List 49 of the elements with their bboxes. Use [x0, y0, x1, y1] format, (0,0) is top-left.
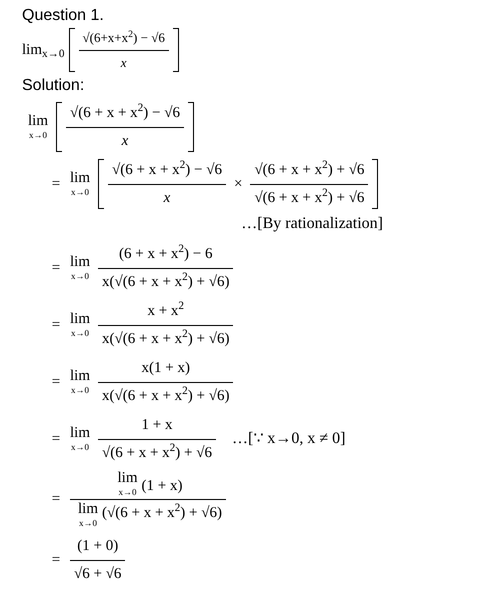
denominator: x [122, 132, 128, 150]
numerator: √(6 + x + x$^{2}$) + √6 [254, 159, 364, 180]
solution-heading: Solution: [22, 76, 86, 96]
limit-operator: lim [70, 255, 90, 270]
numerator: 1 + x [142, 416, 172, 435]
numerator: √(6 + x + x$^{2}$) − √6 [112, 159, 222, 180]
denominator: √6 + √6 [74, 564, 122, 584]
limit-subscript: x→0 [79, 519, 97, 528]
limit-subscript: x→0 [29, 131, 47, 140]
numerator: x(1 + x) [142, 359, 190, 378]
numerator: (1 + x) [142, 476, 182, 496]
condition-note: …[∵ x→0, x ≠ 0] [232, 429, 346, 449]
limit-operator: lim [70, 312, 90, 327]
denominator: x [120, 54, 127, 72]
limit-operator: lim [70, 171, 90, 186]
rationalization-note: …[By rationalization] [241, 214, 383, 234]
equals-sign: = [50, 372, 62, 392]
limit-subscript: x→0 [71, 329, 89, 338]
denominator: √(6 + x + x$^{2}$) + √6 [254, 186, 364, 208]
equals-sign: = [50, 258, 62, 278]
numerator: √(6 + x + x$^{2}$) − √6 [70, 102, 180, 123]
equals-sign: = [50, 490, 62, 510]
denominator: x(√(6 + x + x$^{2}$) + √6) [102, 328, 230, 348]
limit-operator: lim [70, 369, 90, 384]
limit-operator: lim [28, 114, 48, 129]
equals-sign: = [50, 550, 62, 570]
denominator: x [164, 188, 170, 208]
equals-sign: = [50, 174, 62, 194]
numerator: x + x$^{2}$ [147, 300, 184, 321]
equals-sign: = [50, 316, 62, 335]
limit-operator: lim [70, 426, 90, 441]
equals-sign: = [50, 430, 62, 449]
limit-subscript: x→0 [71, 272, 89, 281]
numerator: (6 + x + x$^{2}$) − 6 [118, 243, 212, 264]
limit-operator: lim [118, 471, 138, 486]
limit-subscript: x→0 [71, 188, 89, 197]
denominator: √(6 + x + x$^{2}$) + √6 [102, 442, 212, 462]
limit-operator: lim [78, 502, 98, 517]
denominator: (√(6 + x + x$^{2}$) + √6) [102, 502, 222, 523]
limit-subscript: x→0 [71, 386, 89, 395]
denominator: x(√(6 + x + x$^{2}$) + √6) [102, 384, 230, 406]
multiplication-sign: × [234, 174, 242, 194]
limit-operator: lim$_{x→0}$ [22, 40, 65, 62]
denominator: x(√(6 + x + x$^{2}$) + √6) [102, 270, 230, 292]
question-heading: Question 1. [22, 6, 105, 26]
numerator: √(6+x+x$^{2}$) − √6 [82, 28, 165, 47]
limit-subscript: x→0 [71, 443, 89, 452]
limit-subscript: x→0 [118, 488, 136, 497]
numerator: (1 + 0) [77, 537, 118, 556]
